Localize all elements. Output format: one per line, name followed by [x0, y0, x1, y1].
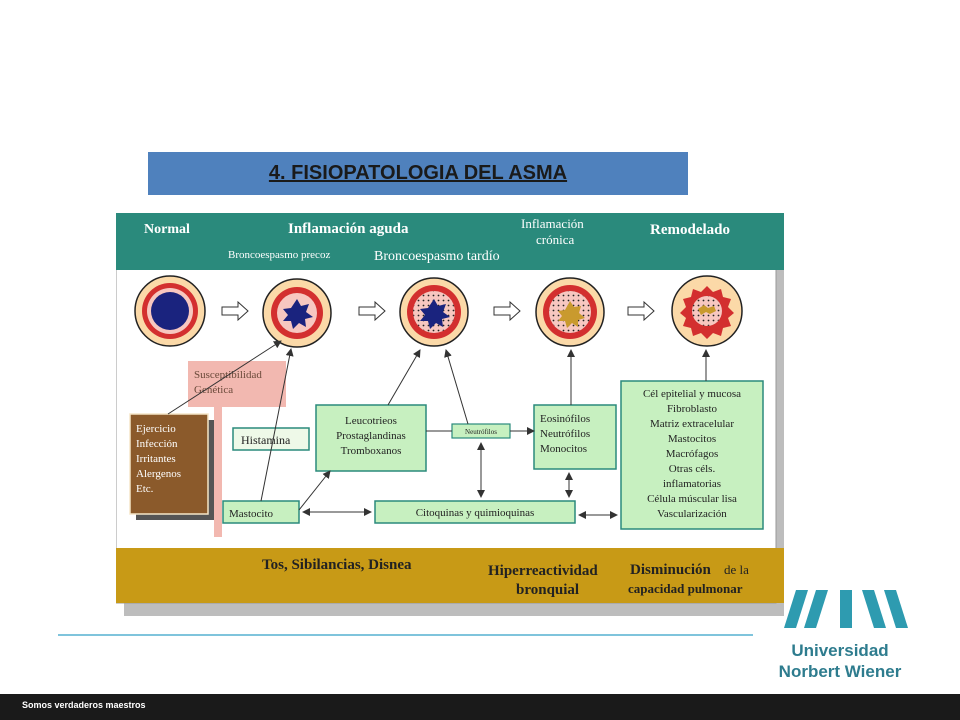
triggers-box: [129, 413, 209, 515]
arrow-icon: [493, 300, 521, 322]
mediators-box: [315, 404, 427, 472]
mediator-item: Leucotrieos: [345, 415, 397, 427]
trigger-item: Alergenos: [136, 468, 181, 480]
remodel-item: Fibroblasto: [667, 403, 718, 415]
neutrofilos-small-label: Neutrófilos: [465, 428, 497, 436]
header-broncoespasmo-precoz: Broncoespasmo precoz: [228, 249, 330, 261]
trigger-item: Irritantes: [136, 453, 176, 465]
disminucion-1b: de la: [724, 562, 749, 577]
airway-late-icon: [399, 277, 469, 347]
cell-item: Monocitos: [540, 443, 587, 455]
footer-divider-line: [58, 634, 753, 636]
cells-box: [533, 404, 617, 470]
airway-remodeled-icon: [671, 275, 743, 347]
slide-title-bar: 4. FISIOPATOLOGIA DEL ASMA: [148, 152, 688, 195]
cell-item: Eosinófilos: [540, 413, 590, 425]
header-inflamacion-cronica-2: crónica: [536, 232, 574, 247]
header-inflamacion-cronica-1: Inflamación: [521, 216, 584, 231]
remodel-item: Macrófagos: [666, 448, 719, 460]
arrow-icon: [221, 300, 249, 322]
cell-item: Neutrófilos: [540, 428, 590, 440]
remodel-box: [620, 380, 764, 530]
mediator-item: Prostaglandinas: [336, 430, 406, 442]
trigger-item: Ejercicio: [136, 423, 176, 435]
hiperreactividad-1: Hiperreactividad: [488, 563, 598, 579]
header-normal: Normal: [144, 222, 190, 237]
header-inflamacion-aguda: Inflamación aguda: [288, 221, 409, 237]
footer-bar: Somos verdaderos maestros: [0, 694, 960, 720]
header-broncoespasmo-tardio: Broncoespasmo tardío: [374, 249, 500, 264]
histamina-label: Histamina: [241, 433, 291, 447]
airway-normal-icon: [134, 275, 206, 347]
logo-line-2: Norbert Wiener: [778, 662, 902, 681]
citoquinas-label: Citoquinas y quimioquinas: [416, 507, 535, 519]
remodel-item: inflamatorias: [663, 478, 721, 490]
remodel-item: Vascularización: [657, 508, 727, 520]
remodel-item: Mastocitos: [668, 433, 716, 445]
footer-slogan: Somos verdaderos maestros: [22, 700, 146, 710]
susceptibility-box: [188, 361, 286, 407]
remodel-item: Cél epitelial y mucosa: [643, 388, 741, 400]
arrow-icon: [358, 300, 386, 322]
remodel-item: Matriz extracelular: [650, 418, 734, 430]
symptoms-label: Tos, Sibilancias, Disnea: [262, 557, 412, 573]
symptoms-band: [116, 548, 784, 603]
remodel-item: Otras céls.: [669, 463, 716, 475]
connector-arrows: [167, 340, 710, 519]
trigger-item: Infección: [136, 438, 178, 450]
susceptibility-bar: [214, 407, 222, 537]
header-remodelado: Remodelado: [650, 222, 730, 238]
logo-line-1: Universidad: [791, 641, 889, 660]
slide-title: 4. FISIOPATOLOGIA DEL ASMA: [268, 162, 568, 184]
remodel-item: Célula múscular lisa: [647, 493, 737, 505]
disminucion-1: Disminución: [630, 562, 712, 578]
diagram-header-band: [116, 213, 784, 270]
arrow-icon: [627, 300, 655, 322]
susceptibility-label-2: Genética: [194, 384, 233, 396]
asthma-pathophysiology-diagram: Normal Inflamación aguda Broncoespasmo p…: [116, 213, 786, 618]
airway-chronic-icon: [535, 277, 605, 347]
mediator-item: Tromboxanos: [341, 445, 402, 457]
mastocito-label: Mastocito: [229, 508, 273, 520]
hiperreactividad-2: bronquial: [516, 582, 579, 598]
logo-text: Universidad Norbert Wiener: [760, 640, 920, 682]
airway-acute-icon: [262, 278, 332, 348]
trigger-item: Etc.: [136, 483, 154, 495]
university-logo-icon: [784, 590, 908, 628]
disminucion-2: capacidad pulmonar: [628, 581, 743, 596]
citoquinas-box: [374, 500, 576, 524]
